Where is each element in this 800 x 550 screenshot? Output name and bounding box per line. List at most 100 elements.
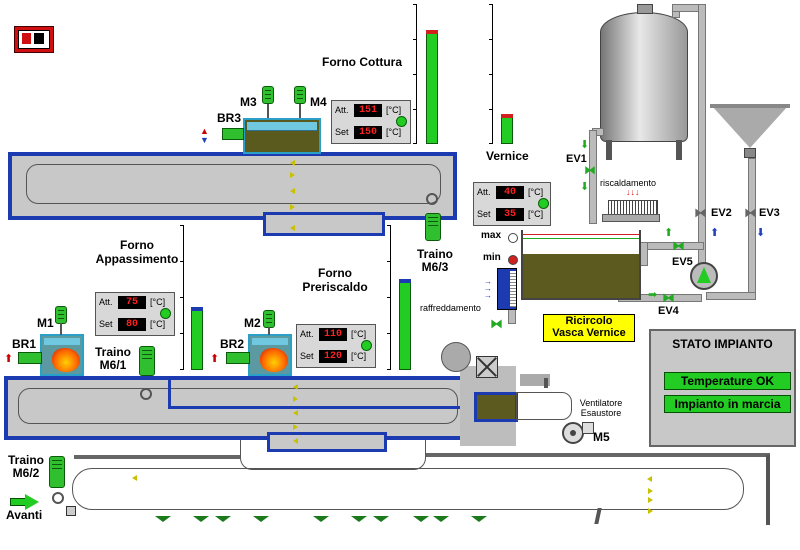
- preriscaldo-level-bar: [399, 279, 411, 370]
- cylinder-icon: [441, 342, 471, 372]
- panel-vasca: Att. 40 [°C] Set 35 [°C]: [473, 182, 551, 226]
- max-label: max: [481, 230, 502, 241]
- m1-label: M1: [37, 316, 54, 330]
- riscaldamento-label: riscaldamento: [600, 178, 657, 188]
- forno-cottura-title: Forno Cottura: [322, 55, 402, 69]
- br2-nozzle: [226, 352, 250, 364]
- br3-label: BR3: [217, 111, 242, 125]
- temperature-ok-status: Temperature OK: [664, 372, 791, 390]
- motor-m2[interactable]: [263, 310, 275, 328]
- valve-ev4-icon[interactable]: ⧓: [662, 290, 675, 305]
- ev4-label: EV4: [658, 305, 679, 317]
- cottura-set-value[interactable]: 150: [354, 126, 382, 139]
- preriscaldo-att-value: 110: [319, 328, 347, 341]
- drive-wheel-m62-icon: [52, 492, 64, 504]
- br2-up-icon[interactable]: ⬆: [210, 353, 220, 365]
- pump-icon[interactable]: [690, 262, 718, 290]
- forno-inferiore-lower: [267, 432, 387, 452]
- valve-cooling-icon[interactable]: ⧓: [490, 316, 503, 331]
- stato-title: STATO IMPIANTO: [672, 337, 773, 351]
- level-max-indicator: [508, 233, 518, 243]
- m4-label: M4: [310, 95, 327, 109]
- stato-impianto-panel: STATO IMPIANTO Temperature OK Impianto i…: [649, 329, 796, 447]
- motor-m61[interactable]: [139, 346, 155, 376]
- br1-nozzle: [18, 352, 42, 364]
- appassimento-att-value: 75: [118, 296, 146, 309]
- vasca-status-led: [538, 198, 549, 209]
- motor-m4[interactable]: [294, 86, 306, 104]
- forno-preriscaldo-inner: [168, 377, 472, 409]
- cottura-unit-set: [°C]: [386, 127, 402, 137]
- drive-wheel-m61-icon: [140, 388, 152, 400]
- valve-ev5-icon[interactable]: ⧓: [672, 238, 685, 253]
- panel-forno-cottura: Att. 151 [°C] Set 150 [°C]: [331, 100, 411, 144]
- motor-m62[interactable]: [49, 456, 65, 488]
- m5-label: M5: [593, 430, 610, 444]
- flame-icon: [52, 348, 80, 372]
- logo-icon: [14, 26, 54, 53]
- product-markers: [155, 516, 555, 524]
- m2-label: M2: [244, 316, 261, 330]
- box-cross-small-icon: [66, 506, 76, 516]
- cottura-att-value: 151: [354, 104, 382, 117]
- ev3-label: EV3: [759, 207, 780, 219]
- cottura-level-bar: [426, 30, 438, 144]
- gauge-forno-appassimento: [180, 225, 184, 370]
- ev2-label: EV2: [711, 207, 732, 219]
- cooler-unit: [497, 268, 517, 310]
- motor-m3[interactable]: [262, 86, 274, 104]
- valve-ev3-icon[interactable]: ⧓: [744, 205, 757, 220]
- br1-label: BR1: [12, 337, 37, 351]
- preriscaldo-status-led: [361, 340, 372, 351]
- valve-ev1-icon[interactable]: ⧓: [584, 163, 596, 177]
- valve-ev2-icon[interactable]: ⧓: [694, 205, 707, 220]
- motor-m1[interactable]: [55, 306, 67, 324]
- preriscaldo-set-value[interactable]: 120: [319, 350, 347, 363]
- appassimento-status-led: [160, 308, 171, 319]
- br1-up-icon[interactable]: ⬆: [4, 353, 14, 365]
- br3-updown-icon[interactable]: ▲▼: [200, 126, 209, 145]
- ev5-label: EV5: [672, 256, 693, 268]
- vasca-vernice: [521, 230, 641, 300]
- flame-icon: [260, 348, 288, 372]
- hopper: [712, 106, 788, 148]
- ev1-label: EV1: [566, 153, 587, 165]
- raffreddamento-label: raffreddamento: [420, 303, 481, 313]
- ev2-arrow-icon: ⬆: [710, 227, 720, 239]
- heat-arrows-icon: ↓↓↓: [626, 187, 640, 197]
- storage-tank: [600, 12, 688, 160]
- min-label: min: [483, 252, 501, 263]
- box-cross-icon: [476, 356, 498, 378]
- vernice-title: Vernice: [486, 149, 529, 163]
- att-label: Att.: [335, 105, 349, 115]
- fan-icon[interactable]: [562, 422, 584, 444]
- bottom-conveyor: [72, 468, 744, 510]
- appassimento-level-bar: [191, 307, 203, 370]
- appassimento-set-value[interactable]: 80: [118, 318, 146, 331]
- ev1-arrow-icon: ⬇: [580, 139, 590, 151]
- vernice-level-bar: [501, 114, 513, 144]
- drive-wheel-m63-icon: [426, 193, 438, 205]
- panel-forno-preriscaldo: Att. 110 [°C] Set 120 [°C]: [296, 324, 376, 368]
- cottura-status-led: [396, 116, 407, 127]
- gauge-vernice: [489, 4, 493, 144]
- burner-br2[interactable]: [248, 334, 292, 376]
- ev3-arrow-icon: ⬇: [756, 227, 766, 239]
- motor-m63[interactable]: [425, 213, 441, 241]
- forno-cottura-oven: [8, 152, 457, 220]
- avanti-label[interactable]: Avanti: [6, 508, 43, 522]
- vasca-att-value: 40: [496, 186, 524, 199]
- tank-top-valve-icon: [637, 4, 653, 14]
- br3-nozzle: [222, 128, 244, 140]
- vasca-set-value[interactable]: 35: [496, 208, 524, 221]
- cool-arrows-icon: →→→: [484, 277, 492, 300]
- forno-cottura-lower: [263, 212, 385, 236]
- burner-br3[interactable]: [243, 118, 321, 154]
- burner-br1[interactable]: [40, 334, 84, 376]
